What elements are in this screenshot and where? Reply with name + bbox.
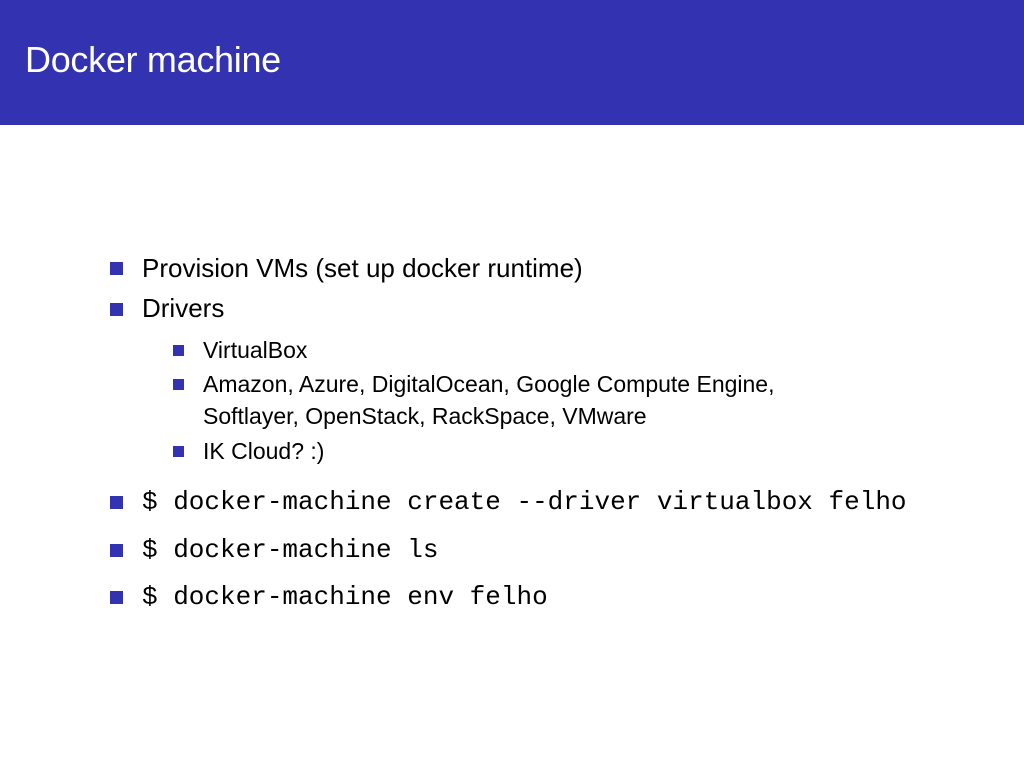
square-bullet-icon: [110, 496, 123, 509]
driver-cloud-providers-line-1: Amazon, Azure, DigitalOcean, Google Comp…: [203, 371, 775, 397]
square-bullet-icon: [110, 591, 123, 604]
slide-title: Docker machine: [25, 39, 281, 80]
driver-ik-cloud: IK Cloud? :): [203, 438, 325, 464]
slide-header: Docker machine: [0, 0, 1024, 125]
square-bullet-icon: [110, 262, 123, 275]
driver-virtualbox: VirtualBox: [203, 337, 308, 363]
command-env: $ docker-machine env felho: [142, 582, 548, 612]
driver-cloud-providers-line-2: Softlayer, OpenStack, RackSpace, VMware: [203, 403, 647, 429]
square-bullet-icon: [173, 379, 184, 390]
command-create: $ docker-machine create --driver virtual…: [142, 487, 907, 517]
square-bullet-icon: [173, 345, 184, 356]
bullet-drivers: Drivers: [142, 293, 225, 323]
square-bullet-icon: [110, 303, 123, 316]
command-ls: $ docker-machine ls: [142, 535, 439, 565]
square-bullet-icon: [110, 544, 123, 557]
square-bullet-icon: [173, 446, 184, 457]
bullet-provision-vms: Provision VMs (set up docker runtime): [142, 253, 583, 283]
